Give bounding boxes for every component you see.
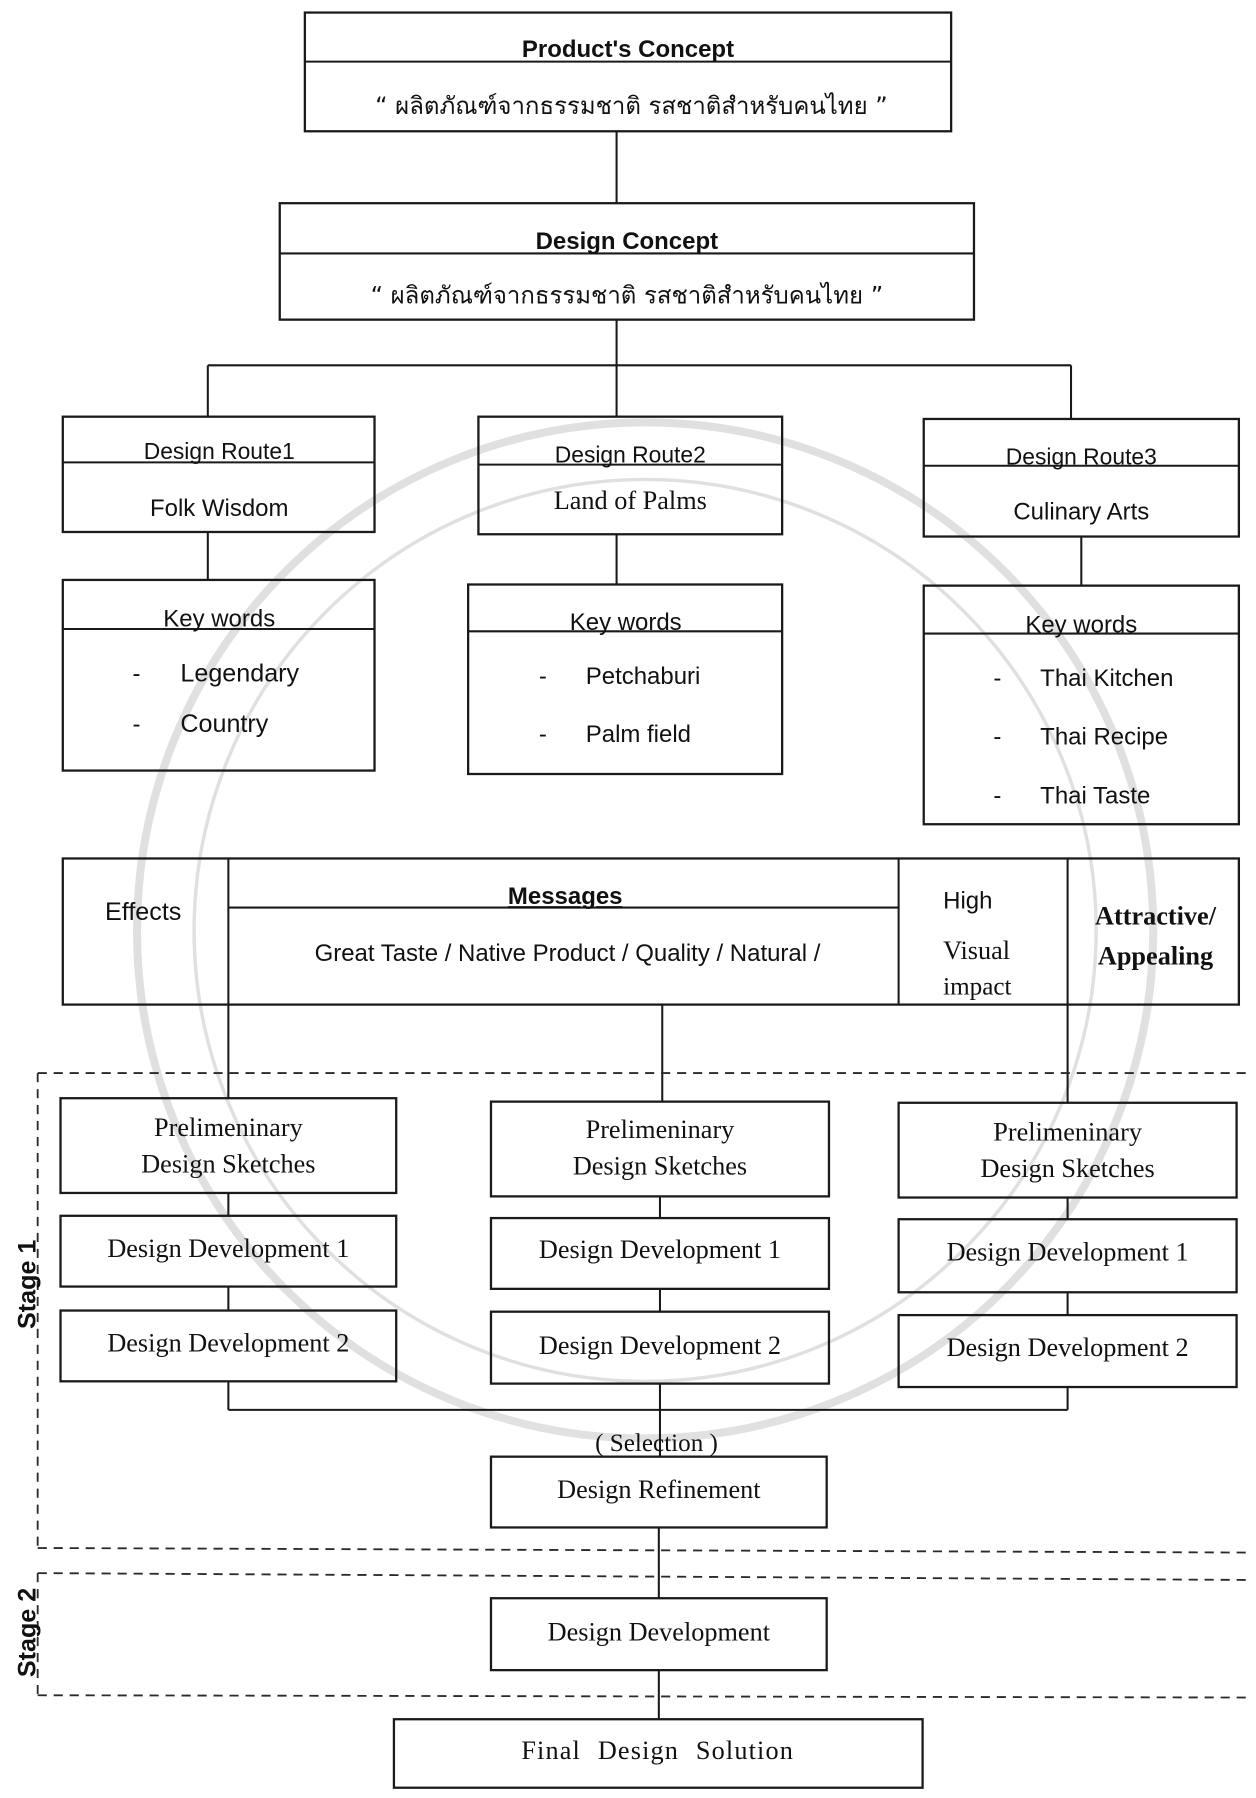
visual-impact-line-3: impact [943,973,1011,1000]
design-route-2-name: Land of Palms [554,486,707,515]
stage-2-bottom-border [37,1694,1251,1699]
design-route-1-name: Folk Wisdom [150,495,289,522]
design-refinement-frame [489,1455,828,1529]
keyword-item: Country [180,710,268,738]
keyword-item: Petchaburi [586,663,701,690]
appeal-line-2: Appealing [1098,942,1213,971]
stage-1-column-2: Prelimeninary Design Sketches Design Dev… [489,1100,831,1385]
design-route-1-box: Design Route1 Folk Wisdom [61,415,376,534]
sketches-3-frame [897,1101,1238,1199]
keywords-2-title: Key words [570,609,682,636]
design-concept-title: Design Concept [536,228,718,255]
development-2-1-label: Design Development 1 [539,1235,781,1264]
design-route-3-title: Design Route3 [1006,444,1157,470]
selection-label: ( Selection ) [595,1430,718,1457]
design-concept-frame [278,202,976,321]
design-route-2-frame [477,415,784,536]
keyword-item: Thai Taste [1040,783,1150,810]
keywords-3-title: Key words [1025,611,1137,638]
keyword-bullet: - [132,711,140,738]
messages-text: Great Taste / Native Product / Quality /… [315,940,821,967]
keywords-3-frame [922,584,1241,826]
keyword-bullet: - [539,721,547,748]
keyword-item: Palm field [586,721,691,748]
keyword-bullet: - [539,663,547,690]
design-concept-box: Design Concept “ ผลิตภัณฑ์จากธรรมชาติ รส… [278,202,976,321]
keyword-bullet: - [993,783,1001,810]
watermark-seal [133,418,1158,1443]
visual-impact-line-2: Visual [943,936,1010,965]
development-1-1-label: Design Development 1 [107,1234,349,1263]
sketches-1-frame [59,1097,398,1195]
sketches-2-line-1: Prelimeninary [586,1115,736,1144]
keywords-2-frame [467,583,784,776]
product-concept-title: Product's Concept [522,36,734,63]
design-refinement-box: Design Refinement [489,1455,828,1529]
seal-inner-ring [192,477,1098,1384]
messages-title: Messages [508,883,623,910]
design-route-1-frame [61,415,376,534]
effects-row-frame [61,857,1241,1006]
sketches-1-line-1: Prelimeninary [154,1113,304,1142]
final-design-solution-frame [392,1718,924,1789]
design-concept-text: “ ผลิตภัณฑ์จากธรรมชาติ รสชาติสำหรับคนไทย… [371,282,884,310]
development-2-1-frame [489,1216,831,1290]
design-route-3-frame [922,417,1241,538]
design-refinement-label: Design Refinement [557,1475,761,1504]
stage-2-region: Stage 2 [13,1572,1251,1699]
sketches-2-line-2: Design Sketches [573,1152,747,1181]
keywords-1-title: Key words [163,606,275,633]
design-development-frame [489,1597,828,1672]
development-1-1-frame [59,1214,398,1288]
design-development-label: Design Development [548,1617,771,1646]
final-design-solution-box: Final Design Solution [392,1718,924,1789]
development-3-2-frame [897,1313,1238,1389]
design-development-box: Design Development [489,1597,828,1672]
sketches-2-frame [489,1100,831,1198]
design-route-3-name: Culinary Arts [1013,498,1149,525]
product-concept-text: “ ผลิตภัณฑ์จากธรรมชาติ รสชาติสำหรับคนไทย… [375,92,888,120]
keyword-bullet: - [132,661,140,688]
keyword-bullet: - [993,723,1001,750]
appeal-line-1: Attractive/ [1095,902,1217,931]
seal-outer-ring [133,418,1158,1443]
development-2-2-frame [489,1310,831,1385]
effects-label: Effects [105,898,181,926]
design-route-2-box: Design Route2 Land of Palms [477,415,784,536]
stage-1-label: Stage 1 [13,1240,41,1329]
design-route-2-title: Design Route2 [555,441,706,467]
visual-impact-line-1: High [943,888,992,915]
product-concept-frame [303,11,953,133]
keyword-item: Legendary [180,660,299,688]
stage-1-region: Stage 1 [13,1072,1251,1554]
stage-2-label: Stage 2 [13,1588,41,1677]
design-route-1-title: Design Route1 [144,438,295,464]
keywords-1-box: Key words - Legendary - Country [61,578,376,772]
product-concept-box: Product's Concept “ ผลิตภัณฑ์จากธรรมชาติ… [303,11,953,133]
effects-row: Effects Messages Great Taste / Native Pr… [61,857,1241,1006]
development-1-2-frame [59,1309,398,1383]
final-design-solution-label: Final Design Solution [521,1736,794,1765]
stage-2-top-border [37,1572,1251,1581]
keywords-1-frame [61,578,376,772]
sketches-1-line-2: Design Sketches [141,1149,315,1178]
keywords-3-box: Key words - Thai Kitchen - Thai Recipe -… [922,584,1241,826]
keyword-item: Thai Recipe [1040,723,1168,750]
development-3-1-frame [897,1218,1238,1294]
stage-1-column-1: Prelimeninary Design Sketches Design Dev… [59,1097,398,1383]
sketches-3-line-1: Prelimeninary [993,1117,1143,1146]
keywords-2-box: Key words - Petchaburi - Palm field [467,583,784,776]
stage-1-column-3: Prelimeninary Design Sketches Design Dev… [897,1101,1238,1389]
development-1-2-label: Design Development 2 [107,1329,349,1358]
development-3-2-label: Design Development 2 [947,1333,1189,1362]
connectors [206,131,1083,1720]
sketches-3-line-2: Design Sketches [980,1154,1154,1183]
development-2-2-label: Design Development 2 [539,1331,781,1360]
keyword-item: Thai Kitchen [1040,665,1173,692]
development-3-1-label: Design Development 1 [947,1237,1189,1266]
stage-1-bottom-border [37,1547,1251,1554]
keyword-bullet: - [993,665,1001,692]
design-route-3-box: Design Route3 Culinary Arts [922,417,1241,538]
